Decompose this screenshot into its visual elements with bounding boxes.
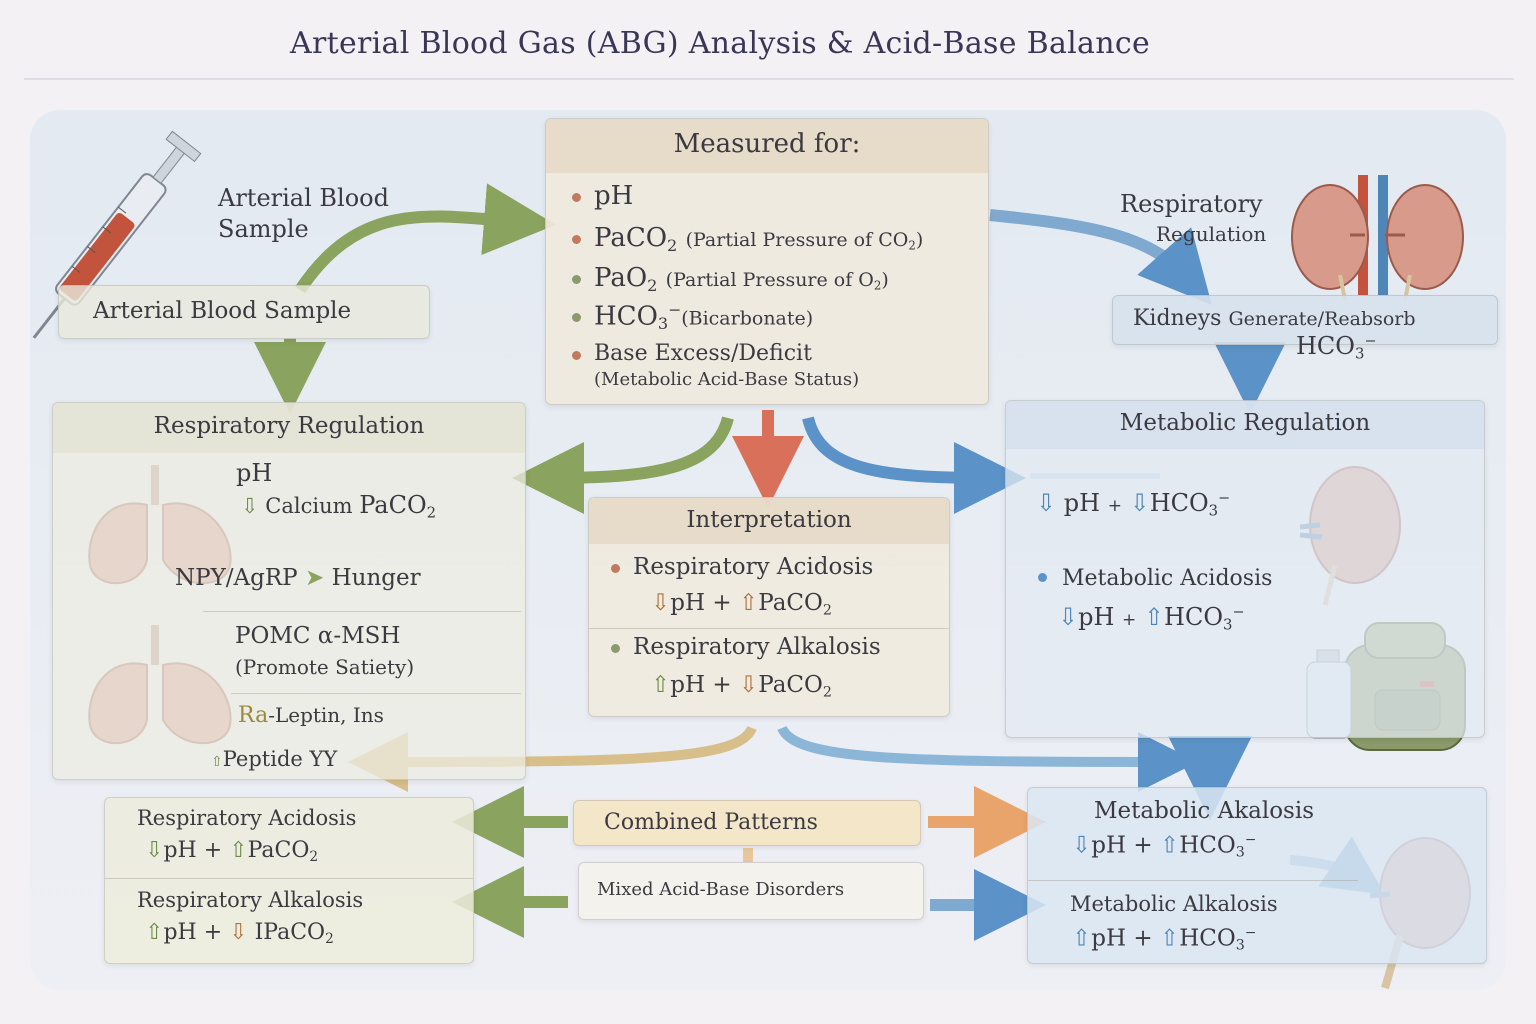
met-reg-header: Metabolic Regulation [1119,410,1371,436]
resp-reg-ph: pH [236,459,273,487]
interp-alkalosis-label: Respiratory Alkalosis [633,634,881,660]
respiratory-regulation-panel: Respiratory Regulation pH ⇩ Calcium PaCO… [52,402,526,780]
resp-reg-calcium-paco2: ⇩ Calcium PaCO2 [241,491,437,522]
measured-item-paco2: PaCO2 (Partial Pressure of CO2) [594,223,924,255]
bullet-dot [572,351,581,360]
measured-item-pao2: PaO2 (Partial Pressure of O2) [594,263,889,295]
resp-reg-header-bar: Respiratory Regulation [53,403,525,453]
sample-box: Arterial Blood Sample [58,285,430,339]
interpretation-panel: Interpretation Respiratory Acidosis ⇩pH … [588,497,950,717]
met-reg-line2: ⇩pH + ⇧HCO3− [1058,603,1245,634]
bullet-dot [1038,573,1047,582]
interp-acidosis-label: Respiratory Acidosis [633,554,874,580]
arrow-interp-to-met-alk [777,725,1198,792]
arrow-sample-to-measured [295,183,556,294]
bullet-dot [572,193,581,202]
interp-acidosis-formula: ⇩pH + ⇧PaCO2 [651,590,832,619]
kidneys-icon [1291,175,1464,301]
resp-reg-header: Respiratory Regulation [153,413,425,439]
met-reg-acidosis-label: Metabolic Acidosis [1062,566,1273,591]
sample-label-line2: Sample [218,215,309,243]
title-divider [24,78,1514,80]
bullet-dot [572,313,581,322]
divider [105,878,473,879]
measured-item-base-excess-detail: (Metabolic Acid-Base Status) [594,369,860,390]
sample-label-line1: Arterial Blood [218,184,389,212]
divider [203,611,521,612]
kidneys-box: Kidneys Generate/Reabsorb [1112,295,1498,345]
kidneys-hco3: HCO3− [1296,332,1377,363]
metabolic-regulation-panel: Metabolic Regulation ⇩ pH + ⇩HCO3− Metab… [1005,400,1485,738]
arrow-measured-to-metabolic [802,416,1026,514]
measured-item-base-excess: Base Excess/Deficit [594,341,812,366]
bullet-dot [611,564,620,573]
kidneys-label: Kidneys Generate/Reabsorb [1133,306,1416,331]
interp-header: Interpretation [686,507,852,533]
arrow-measured-to-resp [512,416,734,514]
bottom-left-panel: Respiratory Acidosis ⇩pH + ⇧PaCO2 Respir… [104,797,474,964]
interp-header-bar: Interpretation [589,498,949,544]
resp-reg-pomc: POMC α-MSH [235,623,401,649]
top-right-resp-line2: Regulation [1156,222,1267,246]
br-alk1-label: Metabolic Akalosis [1094,798,1315,824]
br-alk2-formula: ⇧pH + ⇧HCO3− [1072,925,1257,954]
page-title: Arterial Blood Gas (ABG) Analysis & Acid… [289,26,1150,61]
bullet-dot [611,644,620,653]
measured-header-bar: Measured for: [546,119,988,173]
bottom-right-panel: Metabolic Akalosis ⇩pH + ⇧HCO3− Metaboli… [1027,787,1487,964]
arrow-measured-to-kidneys [989,209,1212,305]
divider [589,628,949,629]
bullet-dot [572,235,581,244]
divider [231,693,521,694]
measured-box: Measured for: pH PaCO2 (Partial Pressure… [545,118,989,405]
bl-acidosis-label: Respiratory Acidosis [137,806,357,830]
interp-alkalosis-formula: ⇧pH + ⇩PaCO2 [651,672,832,701]
resp-reg-leptin: Ra-Leptin, Ins [238,703,384,728]
measured-item-hco3: HCO3−(Bicarbonate) [594,301,814,334]
resp-reg-satiety: (Promote Satiety) [235,655,415,679]
br-alk2-label: Metabolic Alkalosis [1070,892,1278,916]
sample-box-label: Arterial Blood Sample [93,298,352,324]
mixed-disorders-box: Mixed Acid-Base Disorders [578,862,924,920]
br-alk1-formula: ⇩pH + ⇧HCO3− [1072,832,1257,861]
mixed-disorders-label: Mixed Acid-Base Disorders [597,879,845,900]
top-right-resp-line1: Respiratory [1120,190,1263,218]
resp-reg-peptide: ⇧Peptide YY [211,747,338,771]
combined-patterns-label: Combined Patterns [604,810,818,835]
measured-header: Measured for: [673,129,861,159]
combined-patterns-box: Combined Patterns [573,800,921,846]
bl-alkalosis-label: Respiratory Alkalosis [137,888,364,912]
met-reg-line1: ⇩ pH + ⇩HCO3− [1036,489,1231,520]
measured-item-ph: pH [594,181,634,211]
bl-acidosis-formula: ⇩pH + ⇧PaCO2 [145,838,319,866]
bullet-dot [572,275,581,284]
bl-alkalosis-formula: ⇧pH + ⇩ IPaCO2 [145,920,334,948]
resp-reg-npy-hunger: NPY/AgRP ➤ Hunger [175,565,421,591]
met-reg-header-bar: Metabolic Regulation [1006,401,1484,449]
divider [1028,880,1358,881]
